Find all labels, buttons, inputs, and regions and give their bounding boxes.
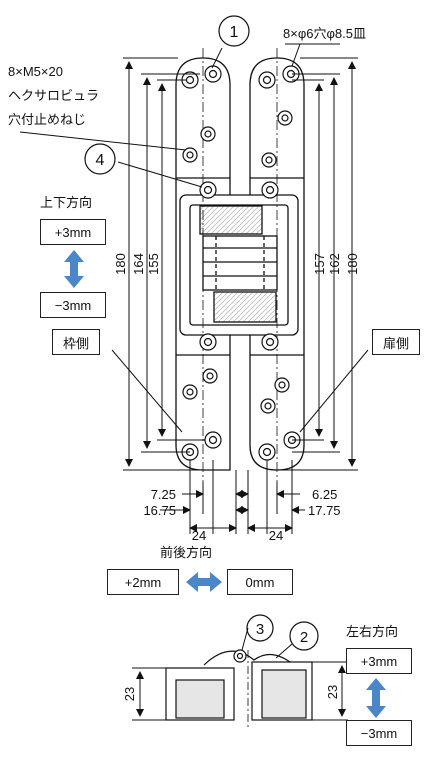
lateral-plus-box: +3mm: [346, 648, 412, 674]
left-dim-164: 164: [131, 253, 146, 275]
dim-24-right: 24: [269, 528, 283, 543]
screw-note-line3: 穴付止めねじ: [8, 112, 87, 127]
dim-24-left: 24: [192, 528, 206, 543]
callout-1-circle: [218, 15, 250, 47]
lateral-adjust-arrow: [366, 678, 386, 718]
vertical-minus-box: −3mm: [40, 292, 106, 318]
right-dim-180: 180: [345, 253, 360, 275]
door-side-label: 扉側: [372, 329, 420, 355]
callout-3: 3: [256, 621, 264, 638]
depth-right-box: 0mm: [227, 569, 293, 595]
dim-7-25: 7.25: [151, 487, 176, 502]
right-dim-157: 157: [312, 253, 327, 275]
left-dim-155: 155: [146, 253, 161, 275]
lateral-adjust-title: 左右方向: [346, 624, 399, 639]
depth-adjust-arrow: [186, 572, 222, 592]
callout-2: 2: [300, 629, 308, 646]
dim-6-25: 6.25: [312, 487, 337, 502]
dim-17-75: 17.75: [308, 503, 341, 518]
left-dim-180: 180: [113, 253, 128, 275]
vertical-plus-box: +3mm: [40, 219, 106, 245]
side-dim-left: 23: [122, 687, 137, 701]
depth-left-box: +2mm: [107, 569, 179, 595]
lateral-minus-box: −3mm: [346, 720, 412, 746]
screw-note-line2: ヘクサロビュラ: [8, 88, 100, 103]
depth-adjust-title: 前後方向: [160, 545, 213, 560]
callout-circles: [84, 15, 319, 651]
hinge-side-view: [132, 627, 348, 730]
callout-3-circle: [246, 614, 274, 642]
callout-4: 4: [96, 152, 105, 169]
right-dimension-lines: [280, 57, 358, 471]
callout-4-circle: [84, 143, 116, 175]
frame-side-label: 枠側: [52, 329, 100, 355]
vertical-adjust-title: 上下方向: [40, 195, 93, 210]
callout-1: 1: [230, 24, 239, 41]
side-dim-right: 23: [325, 685, 340, 699]
left-dimension-lines: [123, 57, 205, 471]
dim-16-75: 16.75: [143, 503, 176, 518]
vertical-adjust-arrow: [64, 250, 84, 288]
bottom-dimension-lines: [160, 460, 305, 534]
hole-note: 8×φ6穴φ8.5皿: [283, 26, 366, 41]
right-dim-162: 162: [327, 253, 342, 275]
screw-note-line1: 8×M5×20: [8, 64, 63, 79]
callout-2-circle: [289, 621, 319, 651]
screw-holes: [181, 65, 301, 461]
